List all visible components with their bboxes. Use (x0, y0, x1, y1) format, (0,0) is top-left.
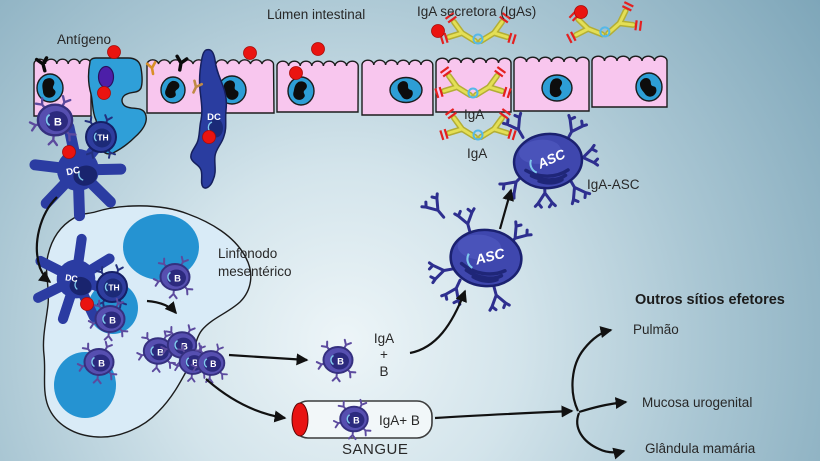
m-cell-nucleus (97, 65, 115, 89)
site-mammary-label: Glândula mamária (645, 441, 756, 456)
epithelial-nuclei (36, 72, 663, 106)
lymph-node-label-line2: mesentérico (218, 264, 292, 279)
lumen-label: Lúmen intestinal (267, 7, 365, 22)
text-labels: Antígeno Lúmen intestinal IgA secretora … (57, 4, 785, 458)
site-lung-label: Pulmão (633, 322, 679, 337)
flow-arrows (35, 188, 628, 460)
iga-in-cell-label: IgA (464, 107, 484, 122)
stack-b-label: B (379, 364, 388, 379)
stack-plus-label: + (380, 347, 388, 362)
asc-cell-top (509, 128, 587, 194)
blood-vessel (291, 398, 433, 441)
iga-free-label: IgA (467, 146, 487, 161)
antigen-dots (62, 5, 588, 311)
intestinal-epithelium (33, 55, 668, 117)
site-urogenital-label: Mucosa urogenital (642, 395, 752, 410)
germinal-center (123, 214, 199, 280)
antigens (34, 54, 204, 94)
epithelial-cell (435, 57, 512, 113)
iga-asc-label: IgA-ASC (587, 177, 640, 192)
stack-iga-label: IgA (374, 331, 394, 346)
other-sites-title: Outros sítios efetores (635, 292, 785, 308)
secretory-iga-label: IgA secretora (IgAs) (417, 4, 536, 19)
vessel-end (291, 402, 309, 437)
b-cell-iga-plus (315, 338, 357, 383)
vessel-cell-label: IgA+ B (379, 413, 420, 428)
mesenteric-lymph-node (42, 205, 252, 438)
antigen-label: Antígeno (57, 32, 111, 47)
lymph-node-label-line1: Linfonodo (218, 246, 277, 261)
blood-label: SANGUE (342, 441, 408, 458)
dc-cell-label: DC (207, 112, 221, 123)
